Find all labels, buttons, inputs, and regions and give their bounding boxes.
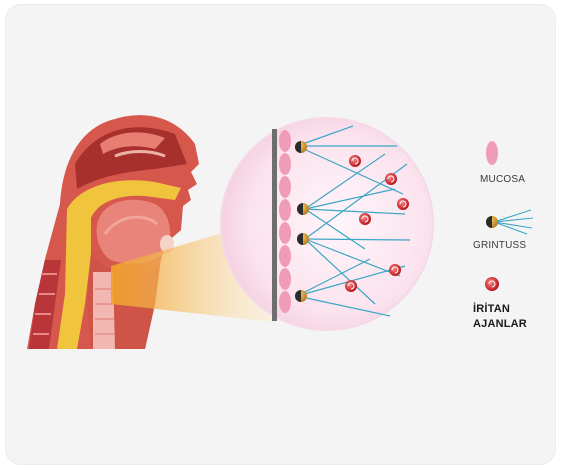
grintuss-particles xyxy=(295,141,309,302)
magnified-mucosa-view xyxy=(220,117,434,331)
diagram-card: MUCOSA GRINTUSS İRİTAN AJANLAR xyxy=(5,4,556,465)
legend-grintuss-label: GRINTUSS xyxy=(473,240,527,251)
mucosa-layer xyxy=(279,130,291,313)
irritant-agent-particles xyxy=(345,155,409,292)
throat-anatomy-illustration xyxy=(27,115,199,349)
legend-irritant-label-line1: İRİTAN xyxy=(473,303,511,315)
legend-grintuss-icon xyxy=(486,209,534,235)
diagram-canvas xyxy=(27,115,534,349)
legend-irritant-label-line2: AJANLAR xyxy=(473,318,527,330)
legend-irritant-icon xyxy=(485,277,499,291)
legend-mucosa-label: MUCOSA xyxy=(480,174,526,185)
legend-mucosa-icon xyxy=(486,141,498,165)
mucosa-wall xyxy=(272,129,277,321)
